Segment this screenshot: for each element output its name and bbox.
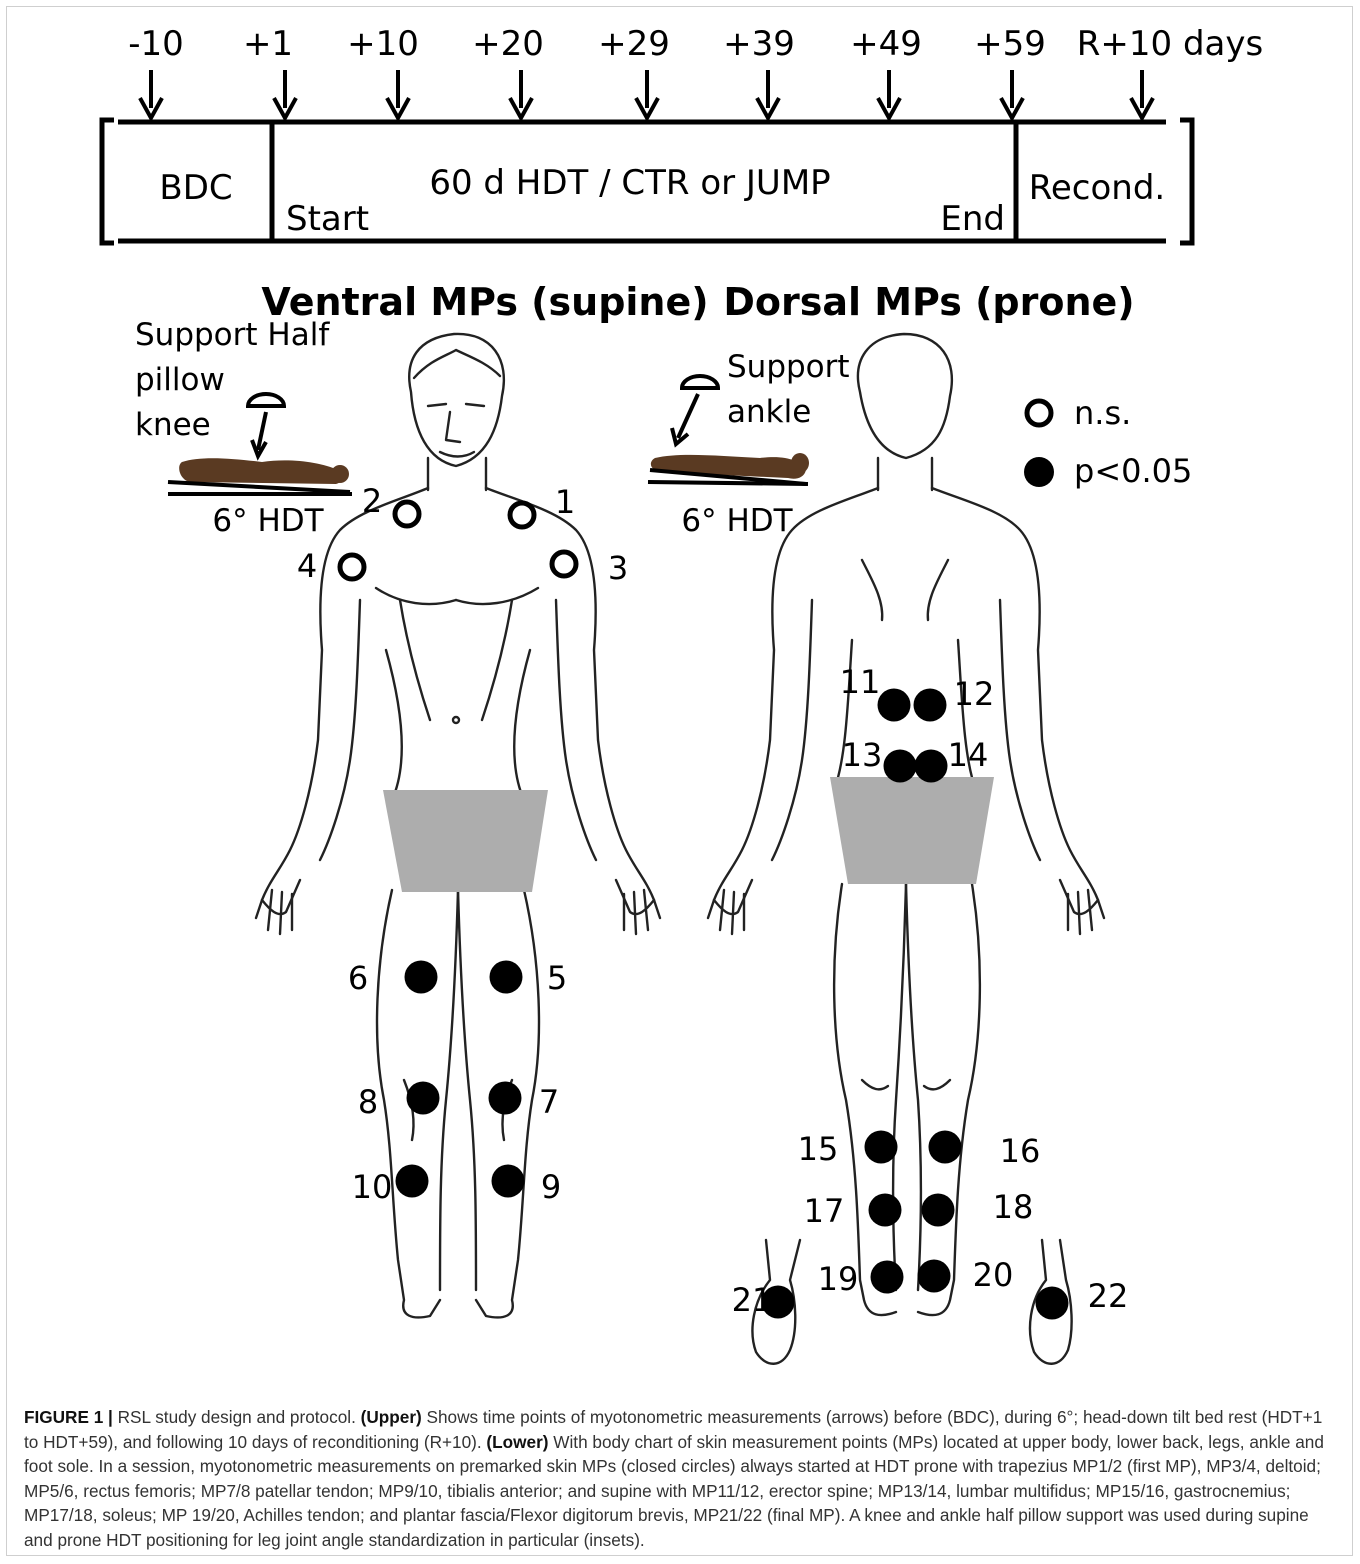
day-label: +29 — [598, 24, 670, 64]
day-label: R+10 days — [1077, 24, 1263, 64]
phase-end: End — [940, 199, 1005, 239]
mp-filled-circle-icon — [407, 1082, 440, 1115]
mp-label: 7 — [539, 1083, 559, 1121]
mp-label: 2 — [362, 482, 382, 520]
mp-filled-circle-icon — [865, 1131, 898, 1164]
mp-filled-circle-icon — [915, 750, 948, 783]
mp-label: 1 — [555, 483, 575, 521]
mp-label: 4 — [297, 547, 317, 585]
day-label: +10 — [347, 24, 419, 64]
open-circle-icon — [1027, 401, 1051, 425]
mp-open-circle-icon — [340, 555, 364, 579]
mp-filled-circle-icon — [869, 1194, 902, 1227]
mp-filled-circle-icon — [914, 689, 947, 722]
arrow-icon — [387, 70, 409, 118]
mp-label: 16 — [1000, 1132, 1041, 1170]
phase-hdt: 60 d HDT / CTR or JUMP — [429, 163, 830, 203]
arrow-icon — [1001, 70, 1023, 118]
filled-circle-icon — [1024, 457, 1054, 487]
dorsal-title: Dorsal MPs (prone) — [723, 280, 1134, 324]
dorsal-support-line2: ankle — [727, 394, 811, 430]
mp-label: 14 — [948, 736, 989, 774]
dorsal-support-line1: Support — [727, 349, 850, 385]
day-label: +1 — [243, 24, 293, 64]
mp-label: 20 — [973, 1256, 1014, 1294]
time-arrows — [140, 70, 1153, 118]
lying-person-icon — [179, 458, 349, 484]
mp-filled-circle-icon — [492, 1165, 525, 1198]
mp-label: 10 — [352, 1168, 393, 1206]
mp-filled-circle-icon — [884, 750, 917, 783]
mp-label: 21 — [732, 1281, 773, 1319]
figure-caption: FIGURE 1 | RSL study design and protocol… — [24, 1405, 1336, 1553]
ventral-support-line1: Support Half — [135, 317, 330, 353]
mp-label: 15 — [798, 1130, 839, 1168]
mp-filled-circle-icon — [1036, 1287, 1069, 1320]
mp-label: 12 — [954, 675, 995, 713]
arrow-icon — [636, 70, 658, 118]
arrow-icon — [1131, 70, 1153, 118]
day-label: -10 — [128, 24, 184, 64]
day-label: +59 — [974, 24, 1046, 64]
mp-filled-circle-icon — [490, 961, 523, 994]
mp-label: 22 — [1088, 1277, 1129, 1315]
probe-icon — [248, 394, 284, 456]
mp-label: 18 — [993, 1188, 1034, 1226]
dorsal-hdt-label: 6° HDT — [681, 503, 793, 539]
phase-start: Start — [286, 199, 369, 239]
mp-filled-circle-icon — [922, 1194, 955, 1227]
caption-lower: (Lower) — [486, 1432, 548, 1452]
figure-diagram: -10 +1 +10 +20 +29 +39 +49 +59 R+10 days — [0, 0, 1360, 1400]
mp-open-circle-icon — [510, 503, 534, 527]
mp-filled-circle-icon — [929, 1131, 962, 1164]
caption-upper: (Upper) — [361, 1407, 422, 1427]
lying-person-icon — [651, 453, 809, 479]
mp-filled-circle-icon — [918, 1260, 951, 1293]
arrow-icon — [510, 70, 532, 118]
caption-figure-label: FIGURE 1 | — [24, 1407, 113, 1427]
mp-label: 9 — [541, 1168, 561, 1206]
day-label: +49 — [850, 24, 922, 64]
legend-open-label: n.s. — [1074, 394, 1131, 432]
timeline: -10 +1 +10 +20 +29 +39 +49 +59 R+10 days — [102, 24, 1263, 243]
probe-icon — [672, 376, 718, 444]
mp-filled-circle-icon — [396, 1165, 429, 1198]
mp-filled-circle-icon — [489, 1082, 522, 1115]
ventral-support-line3: knee — [135, 407, 211, 443]
phase-recond: Recond. — [1029, 168, 1165, 208]
day-label: +20 — [472, 24, 544, 64]
mp-open-circle-icon — [395, 502, 419, 526]
arrow-icon — [140, 70, 162, 118]
mp-filled-circle-icon — [878, 689, 911, 722]
arrow-icon — [878, 70, 900, 118]
pelvis-cover — [383, 790, 548, 892]
mp-label: 3 — [608, 549, 628, 587]
arrow-icon — [274, 70, 296, 118]
legend-filled-label: p<0.05 — [1074, 452, 1192, 490]
ventral-support-line2: pillow — [135, 362, 225, 398]
mp-filled-circle-icon — [405, 961, 438, 994]
mp-label: 17 — [804, 1192, 845, 1230]
ventral-support-inset: Support Half pillow knee 6° HDT — [135, 317, 352, 539]
mp-label: 6 — [348, 959, 368, 997]
phase-bdc: BDC — [159, 168, 232, 208]
mp-label: 8 — [358, 1083, 378, 1121]
legend: n.s. p<0.05 — [1024, 394, 1192, 490]
mp-label: 19 — [818, 1260, 859, 1298]
arrow-icon — [757, 70, 779, 118]
mp-open-circle-icon — [552, 552, 576, 576]
day-label: +39 — [723, 24, 795, 64]
mp-filled-circle-icon — [871, 1261, 904, 1294]
mp-label: 5 — [547, 959, 567, 997]
caption-text: RSL study design and protocol. — [113, 1407, 361, 1427]
mp-label: 13 — [842, 736, 883, 774]
mp-label: 11 — [840, 663, 881, 701]
pelvis-cover — [830, 777, 994, 884]
ventral-hdt-label: 6° HDT — [212, 503, 324, 539]
